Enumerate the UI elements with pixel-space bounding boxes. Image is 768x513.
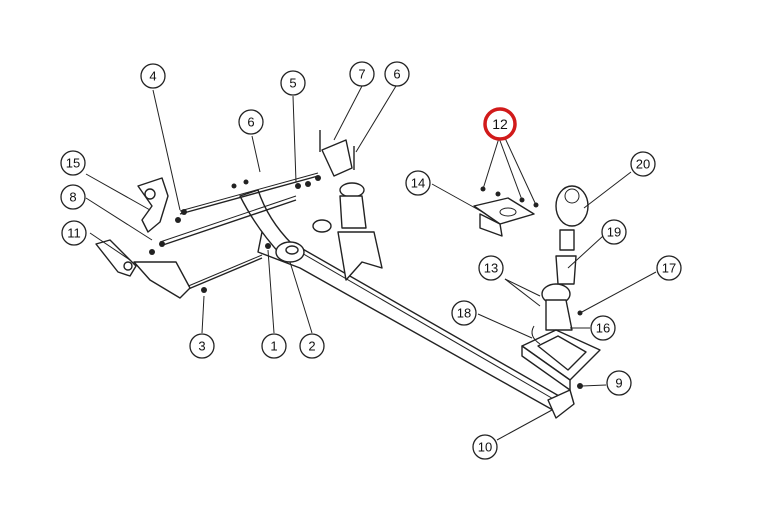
part-14-plate [473, 197, 535, 237]
part-11-lever [95, 239, 137, 277]
callout-11: 11 [61, 220, 87, 246]
svg-text:5: 5 [289, 76, 296, 91]
upper-mount [312, 130, 383, 281]
callout-15: 15 [60, 150, 86, 176]
callout-10: 10 [472, 434, 498, 460]
callout-12: 12 [483, 107, 517, 141]
svg-text:1: 1 [270, 339, 277, 354]
callout-4: 4 [140, 63, 166, 89]
main-shift-rail [257, 231, 575, 419]
leader-lines [85, 85, 657, 441]
callout-6a: 6 [238, 109, 264, 135]
callout-13: 13 [478, 255, 504, 281]
svg-text:19: 19 [607, 225, 621, 240]
svg-text:8: 8 [69, 190, 76, 205]
svg-text:3: 3 [198, 339, 205, 354]
callout-20: 20 [630, 151, 656, 177]
svg-text:14: 14 [411, 176, 425, 191]
svg-text:20: 20 [636, 157, 650, 172]
callout-6b: 6 [384, 61, 410, 87]
linkage-rods [159, 172, 319, 291]
svg-text:7: 7 [358, 67, 365, 82]
left-bell-crank [133, 177, 191, 299]
svg-text:17: 17 [662, 261, 676, 276]
svg-text:15: 15 [66, 156, 80, 171]
callout-5: 5 [280, 70, 306, 96]
callout-8: 8 [60, 184, 86, 210]
part-20-shift-knob [555, 185, 589, 227]
svg-text:2: 2 [308, 339, 315, 354]
svg-text:9: 9 [615, 376, 622, 391]
callout-9: 9 [606, 370, 632, 396]
shift-arm-bracket [239, 189, 305, 263]
svg-text:6: 6 [247, 115, 254, 130]
callout-17: 17 [656, 255, 682, 281]
callout-2: 2 [299, 333, 325, 359]
callout-19: 19 [601, 219, 627, 245]
callout-1: 1 [261, 333, 287, 359]
svg-text:13: 13 [484, 261, 498, 276]
callout-14: 14 [405, 170, 431, 196]
callout-3: 3 [189, 333, 215, 359]
shifter-base-housing [521, 325, 601, 391]
svg-text:12: 12 [492, 116, 508, 132]
svg-text:18: 18 [457, 306, 471, 321]
shifter-stack [541, 229, 577, 331]
svg-text:10: 10 [478, 440, 492, 455]
svg-text:6: 6 [393, 67, 400, 82]
callout-7: 7 [349, 61, 375, 87]
callout-18: 18 [451, 300, 477, 326]
callout-16: 16 [590, 315, 616, 341]
svg-text:4: 4 [149, 69, 156, 84]
hardware-dots [149, 175, 583, 389]
svg-text:11: 11 [67, 226, 81, 241]
svg-text:16: 16 [596, 321, 610, 336]
